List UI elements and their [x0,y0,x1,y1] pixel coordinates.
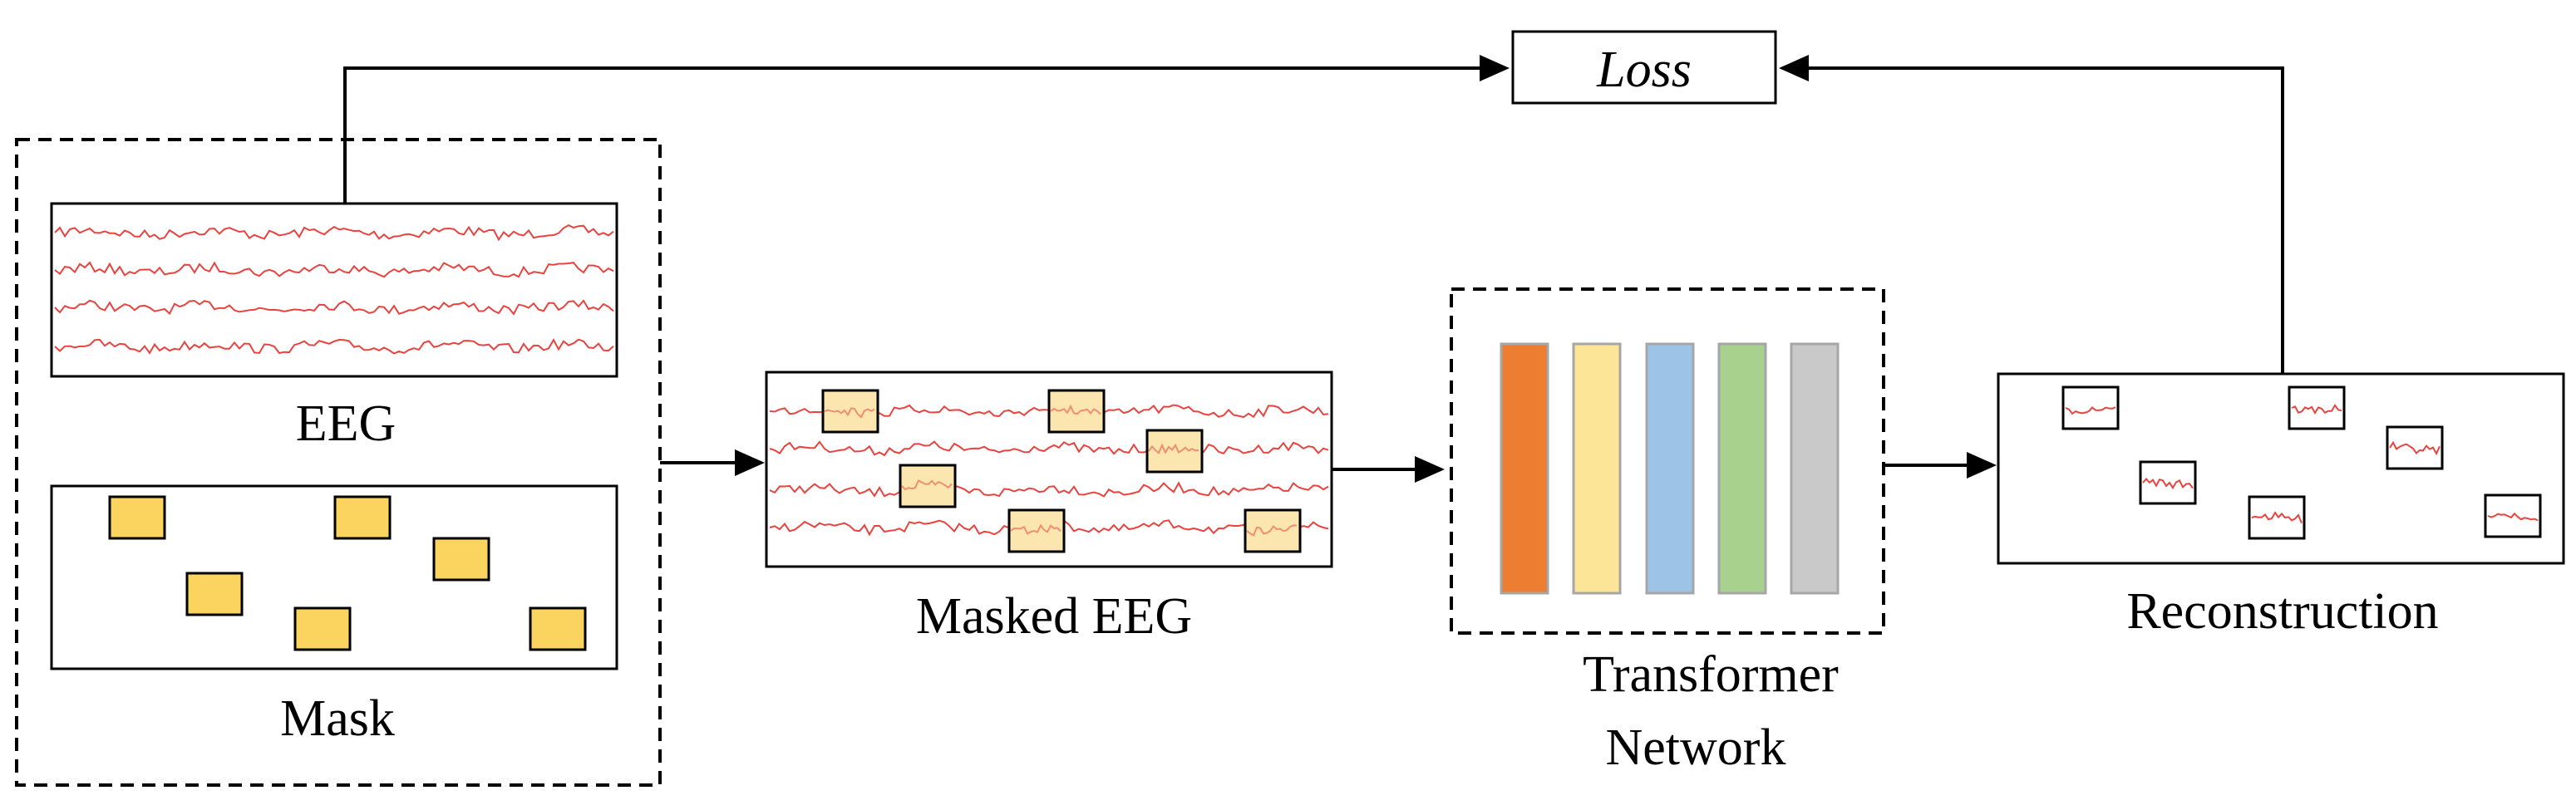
loss-box [1511,30,1777,105]
transformer-label-line1: Transformer [1583,646,1839,703]
masked-patch [1145,429,1204,474]
mask-patch [432,537,490,582]
loss-label: Loss [1596,42,1692,98]
mask-label: Mask [280,690,395,747]
eeg-trace [54,299,614,316]
eeg-trace [54,338,614,355]
masked-eeg-trace [769,440,1329,457]
mask-patch [185,572,244,616]
mask-patch [333,495,392,540]
reconstructed-trace [2065,406,2116,415]
reconstruction-to-loss-arrow [1779,55,2284,374]
masked-patch [1007,508,1066,553]
masked-patch-trace [1148,443,1199,454]
reconstruction-label: Reconstruction [2126,583,2438,640]
reconstructed-trace [2142,478,2194,490]
transformer-layer-bar [1572,342,1622,595]
reconstructed-trace [2487,512,2539,522]
transformer-layer-bar [1645,342,1695,595]
masked-patches [821,389,1302,553]
masked-patch-trace [901,479,953,491]
eeg-to-loss-arrow [343,55,1510,204]
masked-patch-trace [1246,524,1298,537]
mask-patches [108,495,587,651]
eeg-signal-traces [54,223,614,355]
reconstructed-patch [2061,385,2120,430]
mask-patch [108,495,166,540]
mask-patch [529,606,587,651]
transformer-layer-bar [1717,342,1767,595]
reconstructed-signal-snippets [2065,404,2539,524]
reconstructed-trace [2389,440,2441,456]
eeg-label: EEG [296,395,396,452]
transformer-layers [1500,342,1840,595]
eeg-trace [54,261,614,278]
masked-patch-trace [824,407,875,419]
eeg-trace [54,223,614,242]
masked-patch-trace [1010,523,1061,535]
reconstructed-patch [2288,385,2346,430]
reconstructed-patches [2061,385,2542,540]
transformer-network-dashed-box [1450,287,1885,635]
mask-patch [293,606,352,651]
masked-patch-trace [1050,404,1101,415]
reconstructed-trace [2291,404,2342,415]
transformer-layer-bar [1500,342,1549,595]
reconstructed-trace [2251,511,2303,524]
transformer-label-line2: Network [1606,719,1786,776]
masked-patch [1244,508,1302,553]
masked-eeg-label: Masked EEG [916,588,1192,645]
input-group-dashed-box [15,138,662,787]
transformer-layer-bar [1790,342,1840,595]
masked-eeg-trace [769,481,1329,498]
